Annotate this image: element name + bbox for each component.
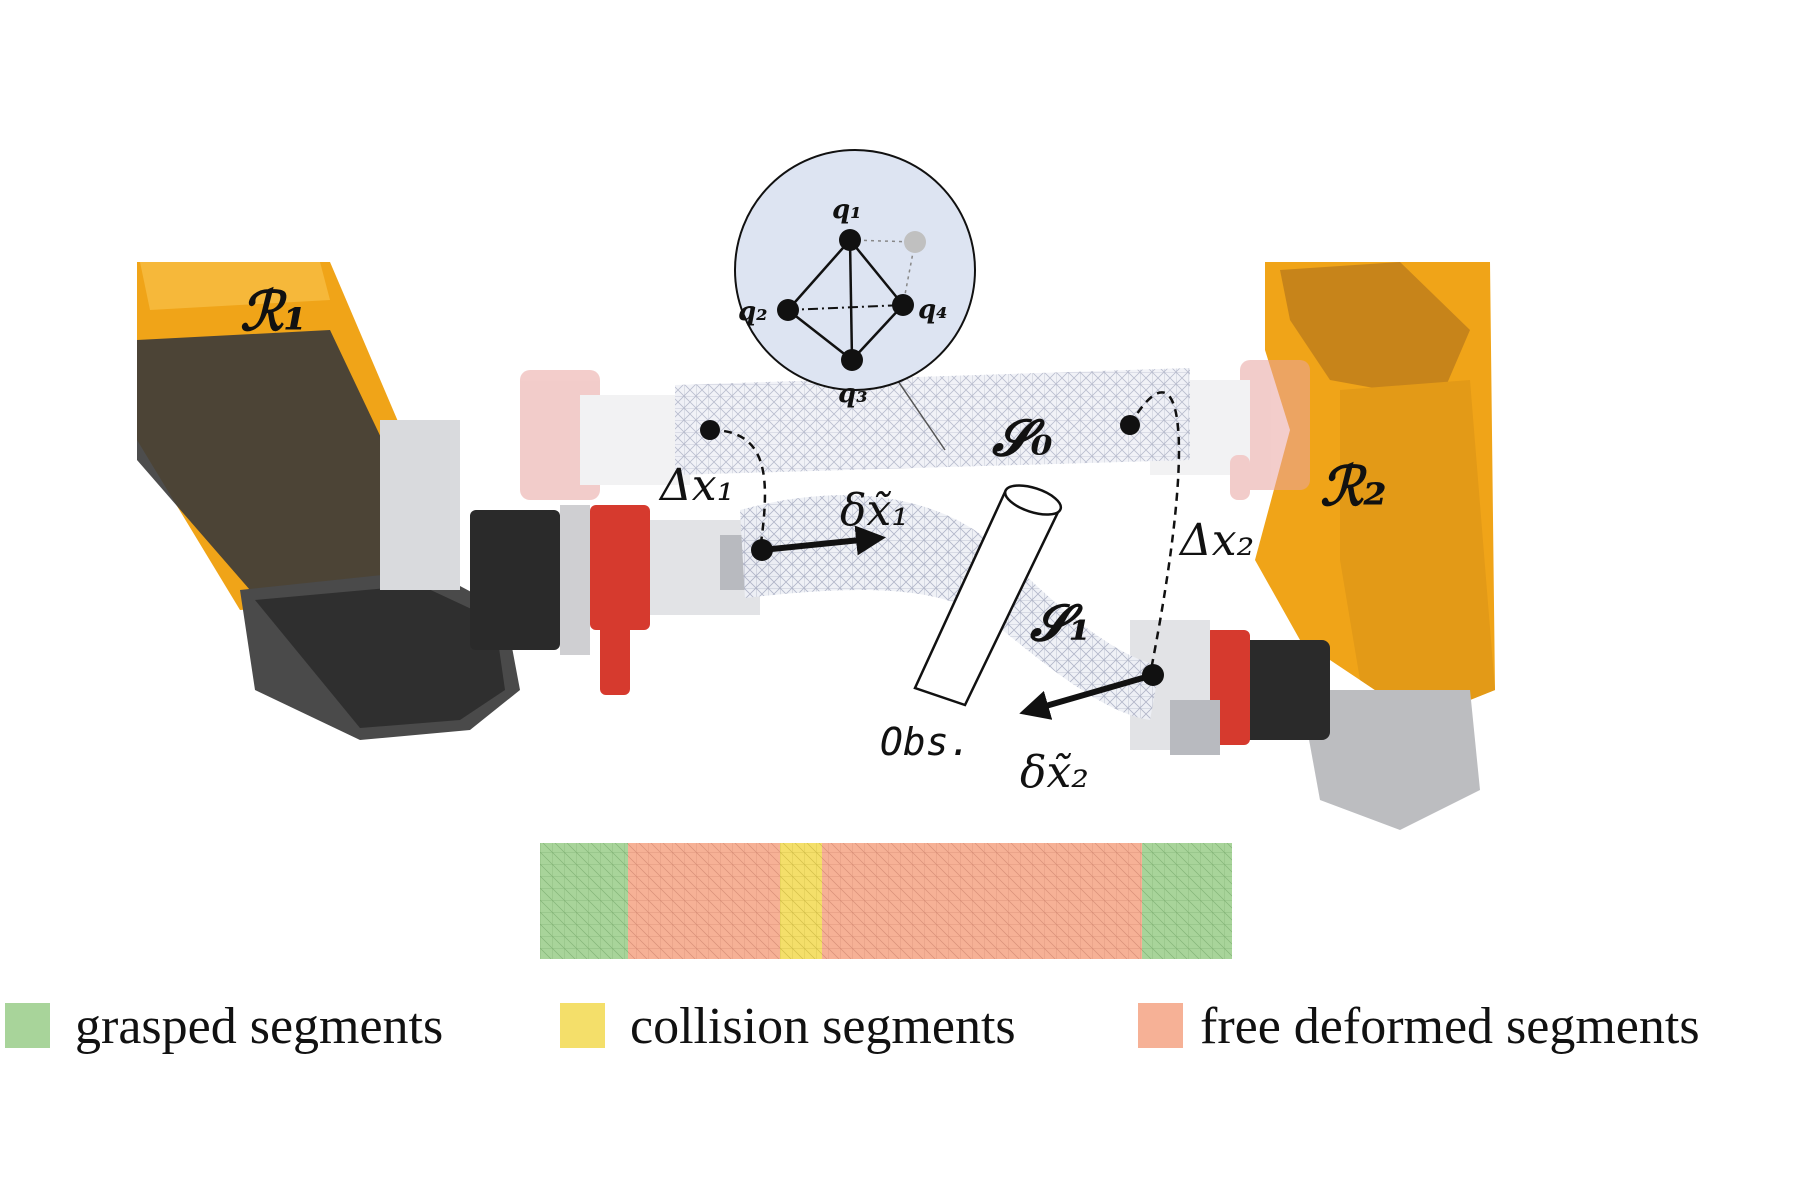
delta-arrow-2 xyxy=(1019,664,1164,720)
object-s1-deformed xyxy=(740,495,1160,720)
obstacle-cylinder xyxy=(913,484,1063,707)
node-q1 xyxy=(839,229,861,251)
segment-grasped-left xyxy=(540,843,628,959)
robot-1-arm xyxy=(137,262,590,740)
node-q2-label: q₂ xyxy=(738,297,768,327)
legend-label-free: free deformed segments xyxy=(1200,998,1700,1055)
displacement-2-label: Δx₂ xyxy=(1178,515,1254,566)
delta-1-label: δx̃₁ xyxy=(840,485,909,536)
object-s0-label: 𝓢₀ xyxy=(992,408,1053,467)
legend-label-collision: collision segments xyxy=(630,998,1016,1055)
delta-arrow-1 xyxy=(751,525,886,561)
node-q2 xyxy=(777,299,799,321)
segment-free-left xyxy=(628,843,780,959)
displacement-path-1 xyxy=(700,420,767,551)
initial-configuration xyxy=(520,360,1310,500)
delta-2-label: δx̃₂ xyxy=(1020,747,1089,798)
robot-1-label: ℛ₁ xyxy=(240,279,307,343)
segment-free-right xyxy=(822,843,1142,959)
node-q3-label: q₃ xyxy=(838,379,868,409)
robot-2-arm xyxy=(1240,262,1495,830)
segment-bar xyxy=(540,843,1232,959)
legend-swatch-collision xyxy=(560,1003,605,1048)
displacement-path-2 xyxy=(1120,391,1181,676)
node-q1-label: q₁ xyxy=(832,195,862,225)
object-s1-label: 𝓢₁ xyxy=(1030,593,1091,652)
node-q3 xyxy=(841,349,863,371)
legend-label-grasped: grasped segments xyxy=(75,998,443,1055)
robot-2-label: ℛ₂ xyxy=(1320,454,1387,518)
legend-swatch-free xyxy=(1138,1003,1183,1048)
object-s0-initial xyxy=(675,368,1190,475)
node-q4 xyxy=(892,294,914,316)
legend: grasped segments collision segments free… xyxy=(5,998,1700,1055)
tetrahedron-inset: q₁ q₂ q₃ q₄ xyxy=(734,149,976,451)
legend-swatch-grasped xyxy=(5,1003,50,1048)
displacement-1-label: Δx₁ xyxy=(658,460,734,511)
obstacle-label: Obs. xyxy=(880,720,972,764)
segment-collision xyxy=(780,843,822,959)
node-q4-label: q₄ xyxy=(918,295,948,325)
segment-grasped-right xyxy=(1142,843,1232,959)
